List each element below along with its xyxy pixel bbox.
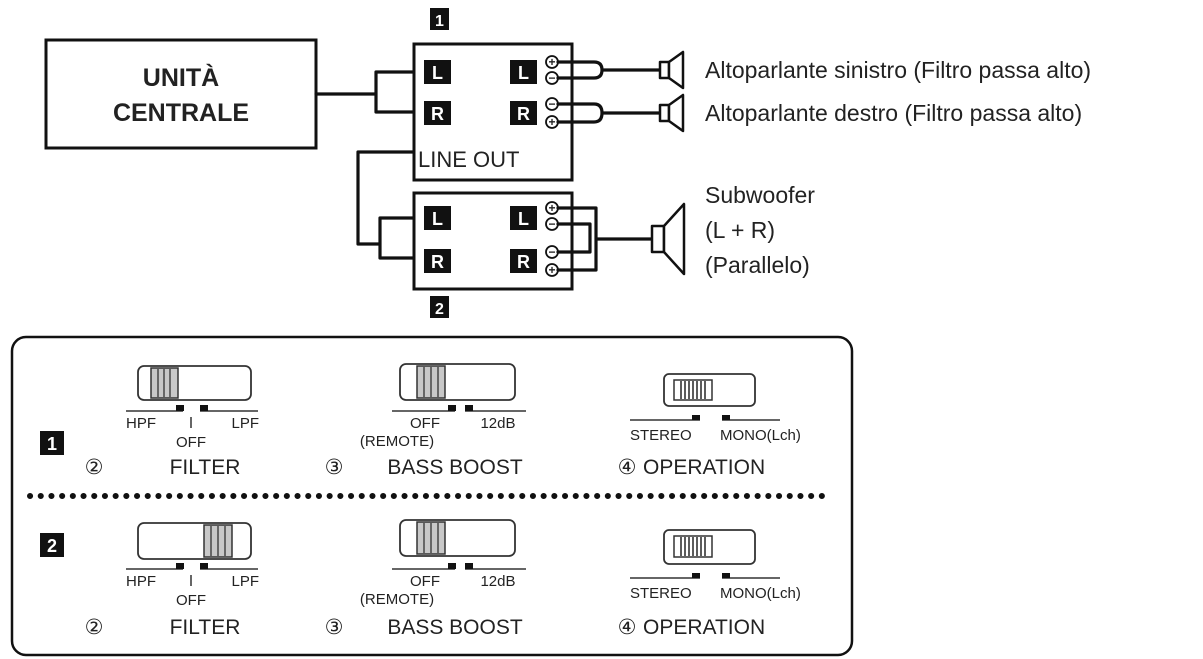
row2-filter-title: FILTER bbox=[170, 616, 241, 639]
row1-operation-opt-stereo: STEREO bbox=[630, 427, 692, 444]
amp1-in-r bbox=[424, 101, 451, 125]
wire-amp1-right-speaker bbox=[556, 102, 662, 124]
row2-badge bbox=[40, 533, 64, 557]
wire-amp2-subwoofer bbox=[556, 206, 654, 272]
svg-text:−: − bbox=[548, 245, 555, 259]
svg-text:−: − bbox=[548, 97, 555, 111]
head-unit-box bbox=[44, 38, 318, 150]
head-unit-label-line2: CENTRALE bbox=[113, 99, 249, 127]
speaker-left-icon bbox=[658, 50, 685, 90]
row1-bass-title: BASS BOOST bbox=[387, 456, 523, 479]
row2-filter-opt-off: OFF bbox=[176, 592, 206, 609]
wire-amp1-left-speaker bbox=[556, 60, 662, 80]
row1-bass-opt-12db: 12dB bbox=[480, 415, 515, 432]
row1-operation-num: ④ bbox=[618, 456, 637, 479]
row1-filter-num: ② bbox=[85, 456, 104, 479]
wire-lineout-to-amp2 bbox=[356, 150, 416, 260]
subwoofer-label-line1: Subwoofer bbox=[705, 182, 815, 208]
row2-filter-opt-hpf: HPF bbox=[126, 573, 156, 590]
row2-filter-num: ② bbox=[85, 616, 104, 639]
amp2-badge bbox=[430, 296, 449, 318]
svg-text:+: + bbox=[548, 263, 555, 277]
settings-panel bbox=[10, 335, 854, 657]
svg-text:+: + bbox=[548, 115, 555, 129]
amp1-badge-number: 1 bbox=[435, 13, 444, 30]
row1-badge-number: 1 bbox=[47, 434, 57, 454]
row2-bass-title: BASS BOOST bbox=[387, 616, 523, 639]
wire-head-to-amp1 bbox=[314, 70, 416, 114]
row2-operation-num: ④ bbox=[618, 616, 637, 639]
subwoofer-label-line2: (L + R) bbox=[705, 217, 775, 243]
amp2-in-l bbox=[424, 206, 451, 230]
row2-bass-opt-12db: 12dB bbox=[480, 573, 515, 590]
row2-bass-opt-remote: (REMOTE) bbox=[360, 591, 434, 608]
amp2-out-l bbox=[510, 206, 537, 230]
amp2-in-r bbox=[424, 249, 451, 273]
row2-operation-title: OPERATION bbox=[643, 616, 765, 639]
settings-row-1: 1 HPF OFF LPF ② FILTER OFF (REMOTE) 12dB… bbox=[40, 363, 801, 479]
amp1-out-r bbox=[510, 101, 537, 125]
svg-text:+: + bbox=[548, 55, 555, 69]
row2-bass-num: ③ bbox=[325, 616, 344, 639]
settings-row-2: 2 HPF OFF LPF ② FILTER OFF (REMOTE) 12dB… bbox=[40, 519, 801, 639]
amp2-in-l-label: L bbox=[432, 209, 443, 229]
row1-filter-opt-off: OFF bbox=[176, 434, 206, 451]
row1-filter-title: FILTER bbox=[170, 456, 241, 479]
subwoofer-label-line3: (Parallelo) bbox=[705, 252, 810, 278]
row2-filter-switch bbox=[137, 522, 252, 560]
amp2-out-r-label: R bbox=[517, 252, 530, 272]
row2-filter-opt-lpf: LPF bbox=[231, 573, 259, 590]
amp1-out-l-label: L bbox=[518, 63, 529, 83]
svg-text:−: − bbox=[548, 71, 555, 85]
row2-operation-opt-mono: MONO(Lch) bbox=[720, 585, 801, 602]
amp2-out-l-label: L bbox=[518, 209, 529, 229]
row2-operation-opt-stereo: STEREO bbox=[630, 585, 692, 602]
row2-badge-number: 2 bbox=[47, 536, 57, 556]
speaker-left-label: Altoparlante sinistro (Filtro passa alto… bbox=[705, 57, 1091, 83]
row2-bass-opt-off: OFF bbox=[410, 573, 440, 590]
amp1-in-l-label: L bbox=[432, 63, 443, 83]
amp2-terminal-signs: + − − + bbox=[548, 201, 555, 277]
subwoofer-icon bbox=[650, 202, 686, 276]
row1-bass-opt-off: OFF bbox=[410, 415, 440, 432]
row1-filter-opt-hpf: HPF bbox=[126, 415, 156, 432]
row1-operation-opt-mono: MONO(Lch) bbox=[720, 427, 801, 444]
amp1-out-l bbox=[510, 60, 537, 84]
row1-badge bbox=[40, 431, 64, 455]
head-unit-label-line1: UNITÀ bbox=[143, 63, 219, 92]
amp1-in-r-label: R bbox=[431, 104, 444, 124]
row1-operation-title: OPERATION bbox=[643, 456, 765, 479]
amp1-in-l bbox=[424, 60, 451, 84]
row1-filter-opt-lpf: LPF bbox=[231, 415, 259, 432]
svg-text:−: − bbox=[548, 217, 555, 231]
amp2-in-r-label: R bbox=[431, 252, 444, 272]
amp2-out-r bbox=[510, 249, 537, 273]
speaker-right-icon bbox=[658, 93, 685, 133]
speaker-right-label: Altoparlante destro (Filtro passa alto) bbox=[705, 100, 1082, 126]
amp2-terminals bbox=[545, 201, 559, 277]
svg-text:+: + bbox=[548, 201, 555, 215]
row1-bass-num: ③ bbox=[325, 456, 344, 479]
line-out-label: LINE OUT bbox=[418, 147, 519, 172]
amp2-badge-number: 2 bbox=[435, 301, 444, 318]
amp1-terminal-signs: + − − + bbox=[548, 55, 555, 129]
amp1-badge bbox=[430, 8, 449, 30]
row1-bass-opt-remote: (REMOTE) bbox=[360, 433, 434, 450]
amp1-out-r-label: R bbox=[517, 104, 530, 124]
